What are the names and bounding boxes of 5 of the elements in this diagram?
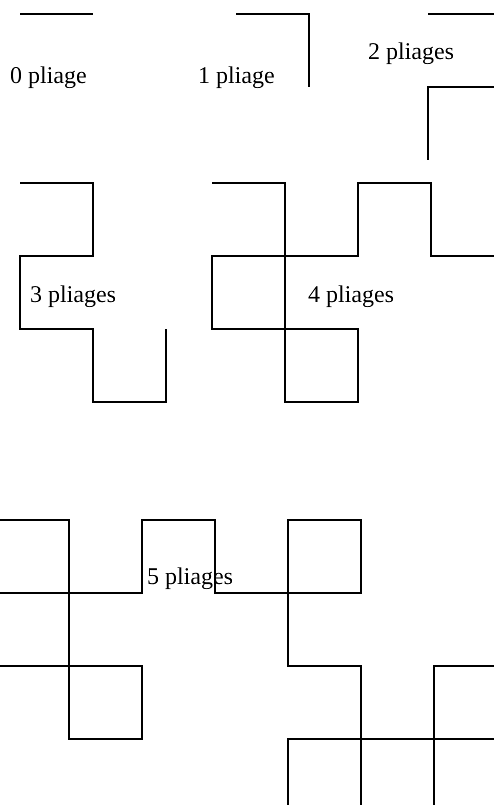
caption-text: 2 pliages [368, 38, 454, 66]
caption-text: 4 pliages [308, 281, 394, 309]
caption-text: 3 pliages [30, 281, 116, 309]
caption-text: 1 pliage [198, 62, 275, 90]
caption-text: 0 pliage [10, 62, 87, 90]
